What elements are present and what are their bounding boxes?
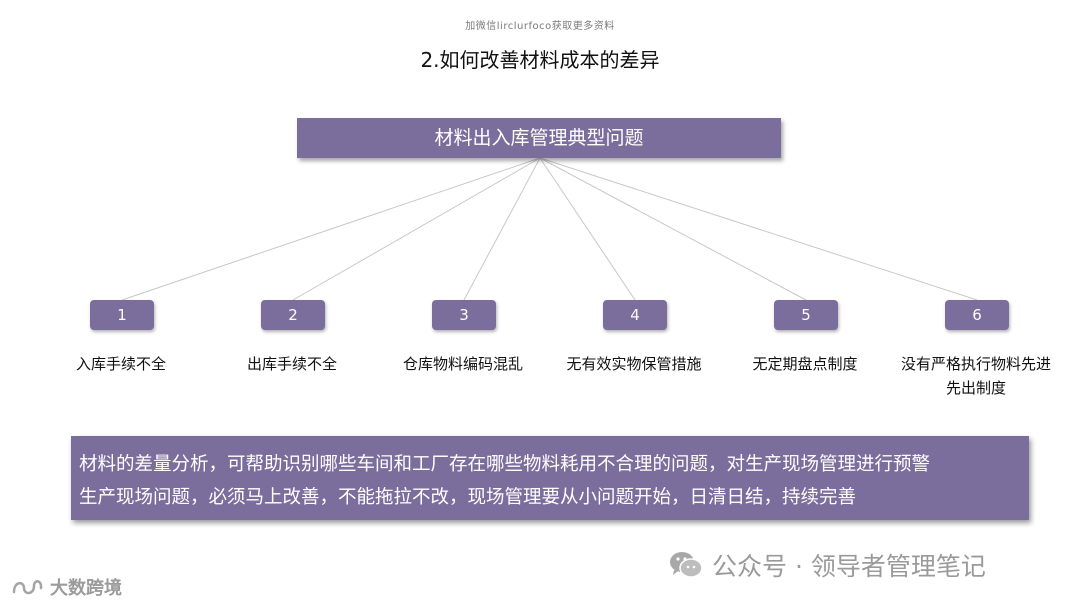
item-label-1: 入库手续不全 [75, 355, 166, 373]
item-number-5: 5 [774, 300, 838, 330]
summary-box: 材料的差量分析，可帮助识别哪些车间和工厂存在哪些物料耗用不合理的问题，对生产现场… [71, 436, 1029, 520]
item-number-1: 1 [90, 300, 154, 330]
item-number-2: 2 [261, 300, 325, 330]
footer-logo: 大数跨境 [10, 573, 122, 601]
connector-line-1 [121, 157, 541, 301]
summary-line-2: 生产现场问题，必须马上改善，不能拖拉不改，现场管理要从小问题开始，日清日结，持续… [79, 487, 857, 508]
item-label-2: 出库手续不全 [246, 355, 337, 373]
root-node: 材料出入库管理典型问题 [297, 118, 781, 158]
connector-line-6 [539, 157, 978, 301]
footer-logo-text: 大数跨境 [50, 578, 122, 599]
item-number-6: 6 [945, 300, 1009, 330]
item-label-5: 无定期盘点制度 [752, 355, 858, 373]
footer-brand: 公众号 · 领导者管理笔记 [668, 546, 986, 584]
item-label-3: 仓库物料编码混乱 [402, 355, 523, 373]
connector-line-3 [463, 157, 541, 301]
connector-line-2 [292, 157, 541, 301]
top-watermark: 加微信lirclurfoco获取更多资料 [465, 21, 615, 32]
item-label-6: 没有严格执行物料先进先出制度 [900, 355, 1051, 397]
connector-line-5 [539, 157, 807, 301]
item-label-4: 无有效实物保管措施 [566, 355, 702, 373]
summary-line-1: 材料的差量分析，可帮助识别哪些车间和工厂存在哪些物料耗用不合理的问题，对生产现场… [79, 454, 931, 475]
wechat-icon [670, 552, 703, 578]
footer-brand-text: 公众号 · 领导者管理笔记 [712, 552, 986, 581]
item-number-4: 4 [603, 300, 667, 330]
connector-line-4 [539, 157, 636, 301]
item-number-3: 3 [432, 300, 496, 330]
loop-logo-icon [12, 580, 43, 595]
slide-title: 2.如何改善材料成本的差异 [420, 48, 660, 72]
